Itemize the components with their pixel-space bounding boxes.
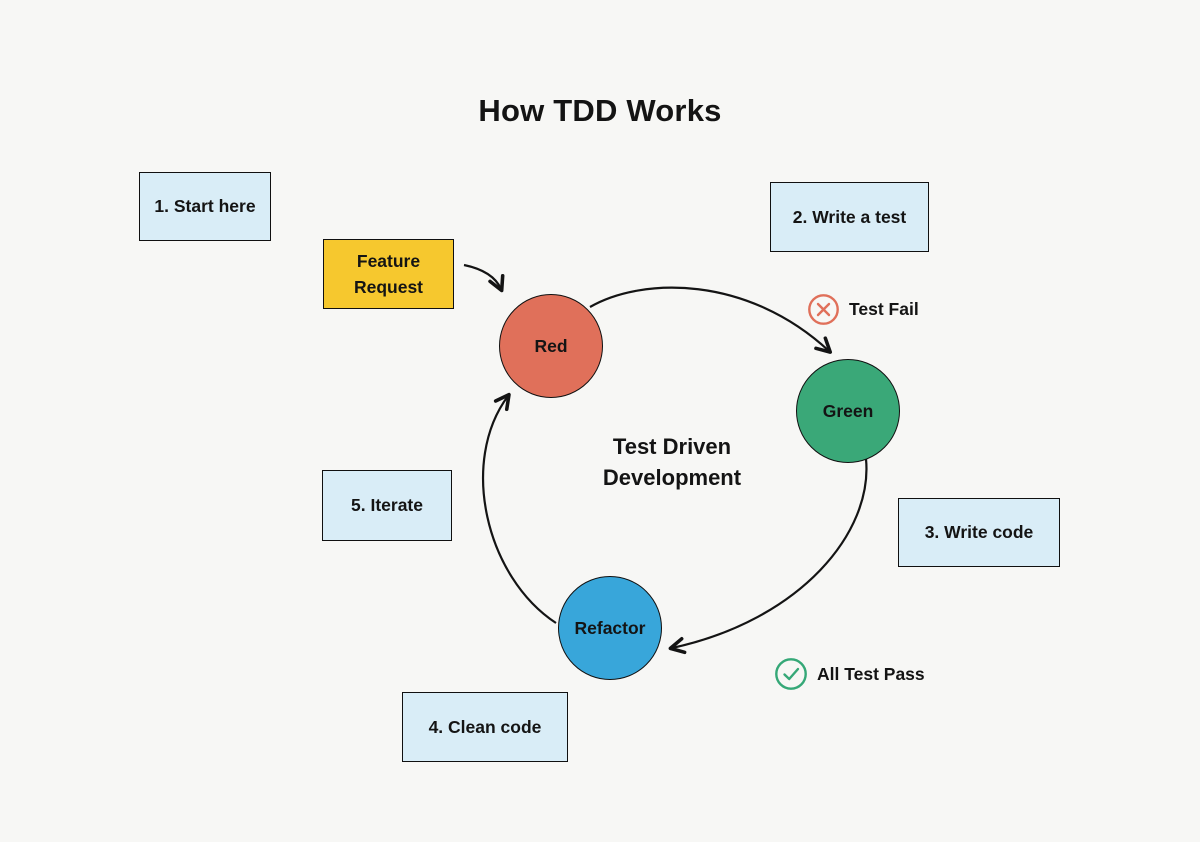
note-step-3: 3. Write code <box>898 498 1060 567</box>
page-title: How TDD Works <box>478 93 722 128</box>
test-fail-label: Test Fail <box>849 299 919 319</box>
node-green: Green <box>796 359 900 463</box>
feature-request-line1: Feature <box>356 251 421 271</box>
note-step-1-label: 1. Start here <box>154 196 256 216</box>
x-circle-icon <box>807 293 840 326</box>
arrow-feature-to-red <box>463 263 505 293</box>
arrow-green-to-refactor <box>668 458 868 655</box>
note-step-4: 4. Clean code <box>402 692 568 762</box>
node-red-label: Red <box>534 335 568 356</box>
node-green-label: Green <box>822 400 874 421</box>
node-refactor: Refactor <box>558 576 662 680</box>
note-step-3-label: 3. Write code <box>924 522 1034 542</box>
node-red: Red <box>499 294 603 398</box>
all-test-pass-label: All Test Pass <box>817 663 925 684</box>
arrow-red-to-green <box>589 286 833 354</box>
center-label-line2: Development <box>602 465 742 490</box>
test-fail-badge: Test Fail <box>807 293 919 326</box>
note-step-4-label: 4. Clean code <box>428 716 542 737</box>
feature-request-label: Feature Request <box>354 248 423 300</box>
arrow-refactor-to-red <box>481 392 557 624</box>
feature-request-box: Feature Request <box>323 239 454 309</box>
center-label: Test Driven Development <box>547 431 797 493</box>
node-refactor-label: Refactor <box>574 617 646 638</box>
check-circle-icon <box>774 657 808 691</box>
note-step-2-label: 2. Write a test <box>792 206 907 227</box>
feature-request-line2: Request <box>353 277 424 297</box>
center-label-line1: Test Driven <box>612 434 732 459</box>
note-step-1: 1. Start here <box>139 172 271 241</box>
note-step-5-label: 5. Iterate <box>351 495 423 515</box>
note-step-2: 2. Write a test <box>770 182 929 252</box>
note-step-5: 5. Iterate <box>322 470 452 541</box>
all-test-pass-badge: All Test Pass <box>774 657 925 691</box>
